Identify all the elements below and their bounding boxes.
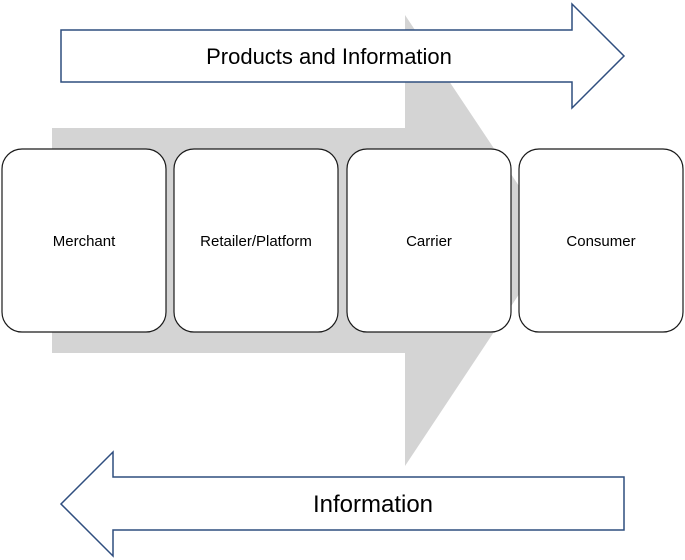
bottom-arrow: Information (59, 450, 625, 558)
stage-retailer-platform: Retailer/Platform (173, 148, 339, 333)
stage-label: Retailer/Platform (200, 233, 312, 250)
bottom-arrow-shape (59, 450, 625, 558)
stage-label: Carrier (406, 233, 452, 250)
top-arrow-shape (60, 2, 626, 110)
stage-carrier: Carrier (346, 148, 512, 333)
stage-box (173, 148, 339, 333)
stage-label: Consumer (566, 233, 635, 250)
bottom-arrow-label: Information (313, 491, 433, 518)
stage-box (1, 148, 167, 333)
stage-box (518, 148, 684, 333)
stage-consumer: Consumer (518, 148, 684, 333)
top-arrow-label: Products and Information (206, 44, 452, 69)
stage-boxes: Merchant Retailer/Platform Carrier Consu… (1, 148, 684, 333)
stage-box (346, 148, 512, 333)
top-arrow: Products and Information (60, 2, 626, 110)
stage-label: Merchant (53, 233, 116, 250)
stage-merchant: Merchant (1, 148, 167, 333)
